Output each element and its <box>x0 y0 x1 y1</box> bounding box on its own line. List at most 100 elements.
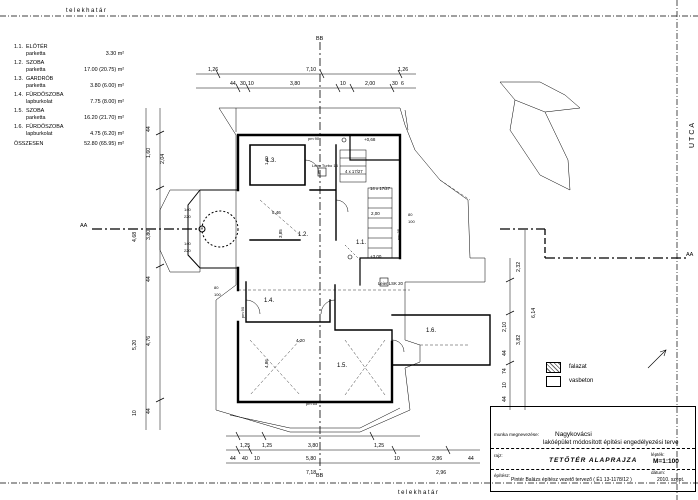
dim-inner-200: 2,00 <box>371 211 380 216</box>
ladder-label: Leier Turbo 14 <box>312 163 339 168</box>
room-number-1-6: 1.6. <box>426 328 436 334</box>
room-detail: lapburkolat 4.75 (6.20) m² <box>14 131 124 138</box>
drawing-title: TETŐTÉR ALAPRAJZA <box>549 457 638 464</box>
section-label-bb-top: BB <box>316 36 324 42</box>
date: 2010. szept. <box>657 477 685 483</box>
room-detail: parketta 3.30 m² <box>14 51 124 58</box>
stair-label-2: 14 x 17/27 <box>370 186 391 191</box>
room-no: 1.3. <box>14 76 23 82</box>
dim-bot2-4: 5,80 <box>306 456 316 462</box>
dim-left-7: 5,20 <box>132 340 138 350</box>
level-mark-top: +0,68 <box>364 137 376 142</box>
dim-right-5: 44 <box>502 350 508 356</box>
dim-inner-385: 3,85 <box>278 229 283 238</box>
pm-label-d: pm 65 <box>306 401 318 406</box>
room-number-1-4: 1.4. <box>264 298 274 304</box>
door-swings <box>245 159 405 353</box>
designer: Pintér Balázs építész vezető tervező ( É… <box>511 477 632 483</box>
room-schedule: 1.1.ELŐTÉR parketta 3.30 m² 1.2.SZOBA par… <box>14 44 124 148</box>
dim-bot-2: 1,25 <box>262 443 272 449</box>
room-no: 1.5. <box>14 108 23 114</box>
legend-label: vasbeton <box>569 378 594 384</box>
place: Nagykovácsi <box>555 431 592 438</box>
stairs <box>339 149 393 263</box>
room-area: 3.30 m² <box>105 50 124 57</box>
dim-top2-1: 44 <box>230 81 236 87</box>
window-mark-80b: 80 <box>214 285 219 290</box>
dim-bot2-5: 10 <box>394 456 400 462</box>
room-floor: parketta <box>26 50 46 57</box>
legend-item: falazat <box>546 360 593 374</box>
room-row: 1.1.ELŐTÉR <box>14 44 124 51</box>
dim-right-2: 6,14 <box>531 308 537 318</box>
dim-top2-2: 30 <box>240 81 246 87</box>
legend: falazat vasbeton <box>546 360 593 388</box>
window-mark-100: 100 <box>408 219 415 224</box>
dim-bot2-7: 44 <box>468 456 474 462</box>
title-block: munka megnevezése: Nagykovácsi lakóépüle… <box>490 406 696 492</box>
room-number-1-2: 1.2. <box>298 232 308 238</box>
owner-label: munka megnevezése: <box>494 432 539 437</box>
dim-inner-546: 5,46 <box>272 210 281 215</box>
room-row: 1.4.FÜRDŐSZOBA <box>14 92 124 99</box>
north-arrow <box>647 349 667 369</box>
dim-left-10: 44 <box>146 408 152 414</box>
dim-right-8: 44 <box>502 396 508 402</box>
room-area: 4.75 (6.20) m² <box>90 130 124 137</box>
dim-bot2-3: 10 <box>254 456 260 462</box>
section-label-bb-bottom: BB <box>316 473 324 479</box>
dim-top-3: 1,26 <box>398 67 408 73</box>
section-lines <box>92 42 686 470</box>
room-floor: parketta <box>26 82 46 89</box>
dim-left-8: 4,76 <box>146 336 152 346</box>
dim-left-9: 10 <box>132 410 138 416</box>
pm-label-c: pm 95 <box>396 228 401 240</box>
dim-top-1: 1,26 <box>208 67 218 73</box>
dim-bot3-2: 2,96 <box>436 470 446 476</box>
window-mark-140: 140 <box>184 207 191 212</box>
dim-bot2-2: 40 <box>242 456 248 462</box>
total-area: 52.80 (65.95) m² <box>84 141 124 147</box>
street-label: UTCA <box>689 121 696 148</box>
scale-label: lépték: <box>651 452 665 457</box>
dim-bot-1: 1,25 <box>240 443 250 449</box>
room-floor: lapburkolat <box>26 98 53 105</box>
dim-top2-3: 10 <box>248 81 254 87</box>
dim-left-4: 4,68 <box>132 232 138 242</box>
dim-top2-7: 30 <box>392 81 398 87</box>
fixtures <box>317 137 389 287</box>
dim-top-2: 7,10 <box>306 67 316 73</box>
window-mark-220b: 220 <box>184 248 191 253</box>
section-label-aa-left: AA <box>80 223 88 229</box>
dimension-lines <box>145 73 526 464</box>
chimney-label: Leier LSK 20 <box>378 281 403 286</box>
dim-inner-486: 4,86 <box>264 359 269 368</box>
room-no: 1.4. <box>14 92 23 98</box>
dim-top2-5: 10 <box>340 81 346 87</box>
room-number-1-1: 1.1. <box>356 240 366 246</box>
dimension-ticks <box>155 69 515 455</box>
dim-bot3-1: 7,18 <box>306 470 316 476</box>
room-row: 1.3.GARDRÓB <box>14 76 124 83</box>
section-label-aa-right: AA <box>686 252 694 258</box>
room-name: GARDRÓB <box>26 76 54 82</box>
roof-structure-lines <box>238 179 471 396</box>
room-name: SZOBA <box>26 60 45 66</box>
room-row: 1.2.SZOBA <box>14 60 124 67</box>
pm-label-a: pm 90 <box>308 136 320 141</box>
dim-left-1: 44 <box>146 126 152 132</box>
boundary-label-top: telekhatár <box>66 8 107 14</box>
dim-right-3: 2,10 <box>502 322 508 332</box>
room-no: 1.1. <box>14 44 23 50</box>
dim-right-4: 3,82 <box>516 335 522 345</box>
room-area: 7.75 (8.00) m² <box>90 98 124 105</box>
room-area: 16.20 (21.70) m² <box>84 114 124 121</box>
dim-left-6: 44 <box>146 276 152 282</box>
drawing-label: rajz: <box>494 453 503 458</box>
room-floor: lapburkolat <box>26 130 53 137</box>
